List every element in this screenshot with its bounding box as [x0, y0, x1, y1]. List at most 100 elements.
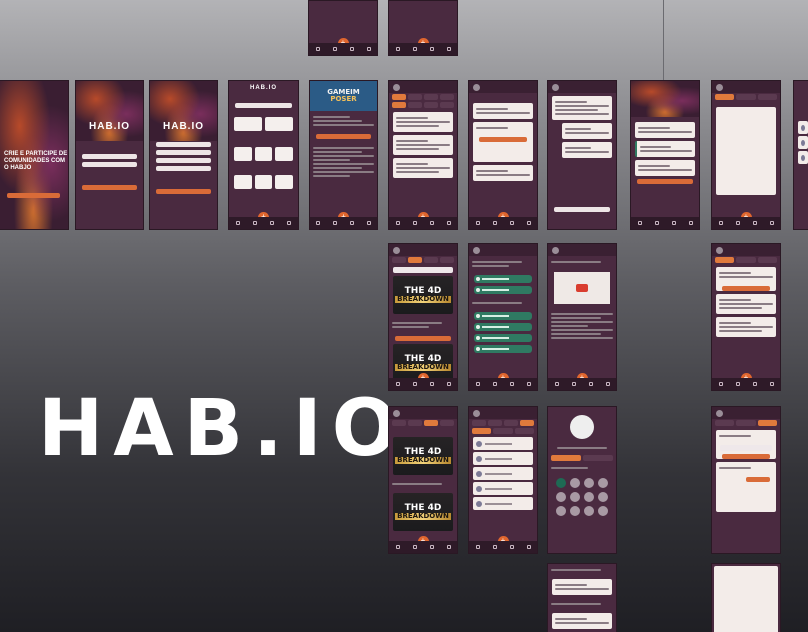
- password-field[interactable]: [156, 158, 211, 163]
- chat-icon[interactable]: [252, 221, 257, 225]
- confirm-field[interactable]: [156, 166, 211, 171]
- list-item[interactable]: [473, 452, 533, 465]
- save-button[interactable]: [746, 477, 770, 482]
- list-item[interactable]: [473, 437, 533, 450]
- start-button[interactable]: [7, 193, 60, 198]
- list-item[interactable]: [473, 482, 533, 495]
- bell-icon[interactable]: [752, 221, 757, 225]
- video-thumbnail[interactable]: THE 4D BREAKDOWN: [393, 437, 453, 475]
- list-item[interactable]: [473, 467, 533, 480]
- tab-feed[interactable]: [392, 94, 406, 100]
- home-icon[interactable]: [554, 382, 559, 386]
- home-icon[interactable]: [316, 221, 321, 225]
- email-field[interactable]: [156, 150, 211, 155]
- answer-option[interactable]: [474, 334, 532, 342]
- profile-icon[interactable]: [526, 545, 531, 549]
- tab-events[interactable]: [424, 94, 438, 100]
- bell-icon[interactable]: [429, 382, 434, 386]
- home-icon[interactable]: [395, 221, 400, 225]
- profile-icon[interactable]: [446, 221, 451, 225]
- profile-icon[interactable]: [688, 221, 693, 225]
- chat-icon[interactable]: [735, 221, 740, 225]
- home-icon[interactable]: [475, 545, 480, 549]
- bell-icon[interactable]: [509, 382, 514, 386]
- tab-videos[interactable]: [408, 257, 422, 263]
- home-icon[interactable]: [475, 382, 480, 386]
- login-button[interactable]: [82, 185, 137, 190]
- profile-icon[interactable]: [366, 47, 371, 51]
- join-event-button[interactable]: [722, 286, 770, 291]
- play-icon[interactable]: [576, 284, 588, 292]
- home-icon[interactable]: [475, 221, 480, 225]
- bell-icon[interactable]: [509, 545, 514, 549]
- register-button[interactable]: [156, 189, 211, 194]
- home-icon[interactable]: [315, 47, 320, 51]
- tab-members[interactable]: [520, 420, 534, 426]
- bell-icon[interactable]: [429, 47, 434, 51]
- bell-icon[interactable]: [509, 221, 514, 225]
- home-icon[interactable]: [235, 221, 240, 225]
- answer-option[interactable]: [474, 312, 532, 320]
- chat-icon[interactable]: [412, 221, 417, 225]
- watch-button[interactable]: [395, 336, 451, 341]
- home-icon[interactable]: [637, 221, 642, 225]
- answer-option[interactable]: [474, 275, 532, 283]
- comment-input[interactable]: [554, 207, 610, 212]
- profile-icon[interactable]: [769, 221, 774, 225]
- answer-option[interactable]: [474, 323, 532, 331]
- search-input[interactable]: [235, 103, 292, 108]
- video-thumbnail[interactable]: THE 4D BREAKDOWN: [393, 344, 453, 382]
- bell-icon[interactable]: [270, 221, 275, 225]
- profile-icon[interactable]: [287, 221, 292, 225]
- chat-icon[interactable]: [333, 221, 338, 225]
- search-input[interactable]: [393, 267, 453, 273]
- profile-icon[interactable]: [526, 382, 531, 386]
- video-thumbnail[interactable]: THE 4D BREAKDOWN: [393, 276, 453, 314]
- bell-icon[interactable]: [752, 382, 757, 386]
- home-icon[interactable]: [395, 47, 400, 51]
- bell-icon[interactable]: [671, 221, 676, 225]
- bell-icon[interactable]: [588, 382, 593, 386]
- tab-groups[interactable]: [736, 94, 756, 100]
- video-thumbnail[interactable]: THE 4D BREAKDOWN: [393, 493, 453, 531]
- create-button[interactable]: [722, 454, 770, 459]
- publish-button[interactable]: [479, 137, 527, 142]
- bell-icon[interactable]: [429, 221, 434, 225]
- chat-icon[interactable]: [492, 382, 497, 386]
- chat-icon[interactable]: [332, 47, 337, 51]
- chat-icon[interactable]: [412, 382, 417, 386]
- profile-icon[interactable]: [769, 382, 774, 386]
- home-icon[interactable]: [718, 221, 723, 225]
- profile-icon[interactable]: [605, 382, 610, 386]
- home-icon[interactable]: [395, 382, 400, 386]
- name-field[interactable]: [156, 142, 211, 147]
- home-icon[interactable]: [395, 545, 400, 549]
- profile-icon[interactable]: [526, 221, 531, 225]
- join-button[interactable]: [316, 134, 371, 139]
- tab-videos[interactable]: [408, 94, 422, 100]
- bell-icon[interactable]: [349, 47, 354, 51]
- answer-option[interactable]: [474, 345, 532, 353]
- chat-icon[interactable]: [492, 221, 497, 225]
- name-field[interactable]: [720, 445, 772, 451]
- video-player[interactable]: [554, 272, 610, 304]
- tab-chats[interactable]: [715, 94, 735, 100]
- tab-requests[interactable]: [757, 94, 777, 100]
- chat-icon[interactable]: [735, 382, 740, 386]
- chat-icon[interactable]: [412, 47, 417, 51]
- bell-icon[interactable]: [429, 545, 434, 549]
- answer-option[interactable]: [474, 286, 532, 294]
- profile-icon[interactable]: [446, 47, 451, 51]
- password-field[interactable]: [82, 162, 137, 167]
- email-field[interactable]: [82, 154, 137, 159]
- confirm-button[interactable]: [637, 179, 693, 184]
- bell-icon[interactable]: [349, 221, 354, 225]
- profile-icon[interactable]: [446, 382, 451, 386]
- chat-icon[interactable]: [571, 382, 576, 386]
- tab-members[interactable]: [440, 94, 454, 100]
- chat-icon[interactable]: [492, 545, 497, 549]
- home-icon[interactable]: [718, 382, 723, 386]
- list-item[interactable]: [473, 497, 533, 510]
- profile-icon[interactable]: [446, 545, 451, 549]
- profile-icon[interactable]: [366, 221, 371, 225]
